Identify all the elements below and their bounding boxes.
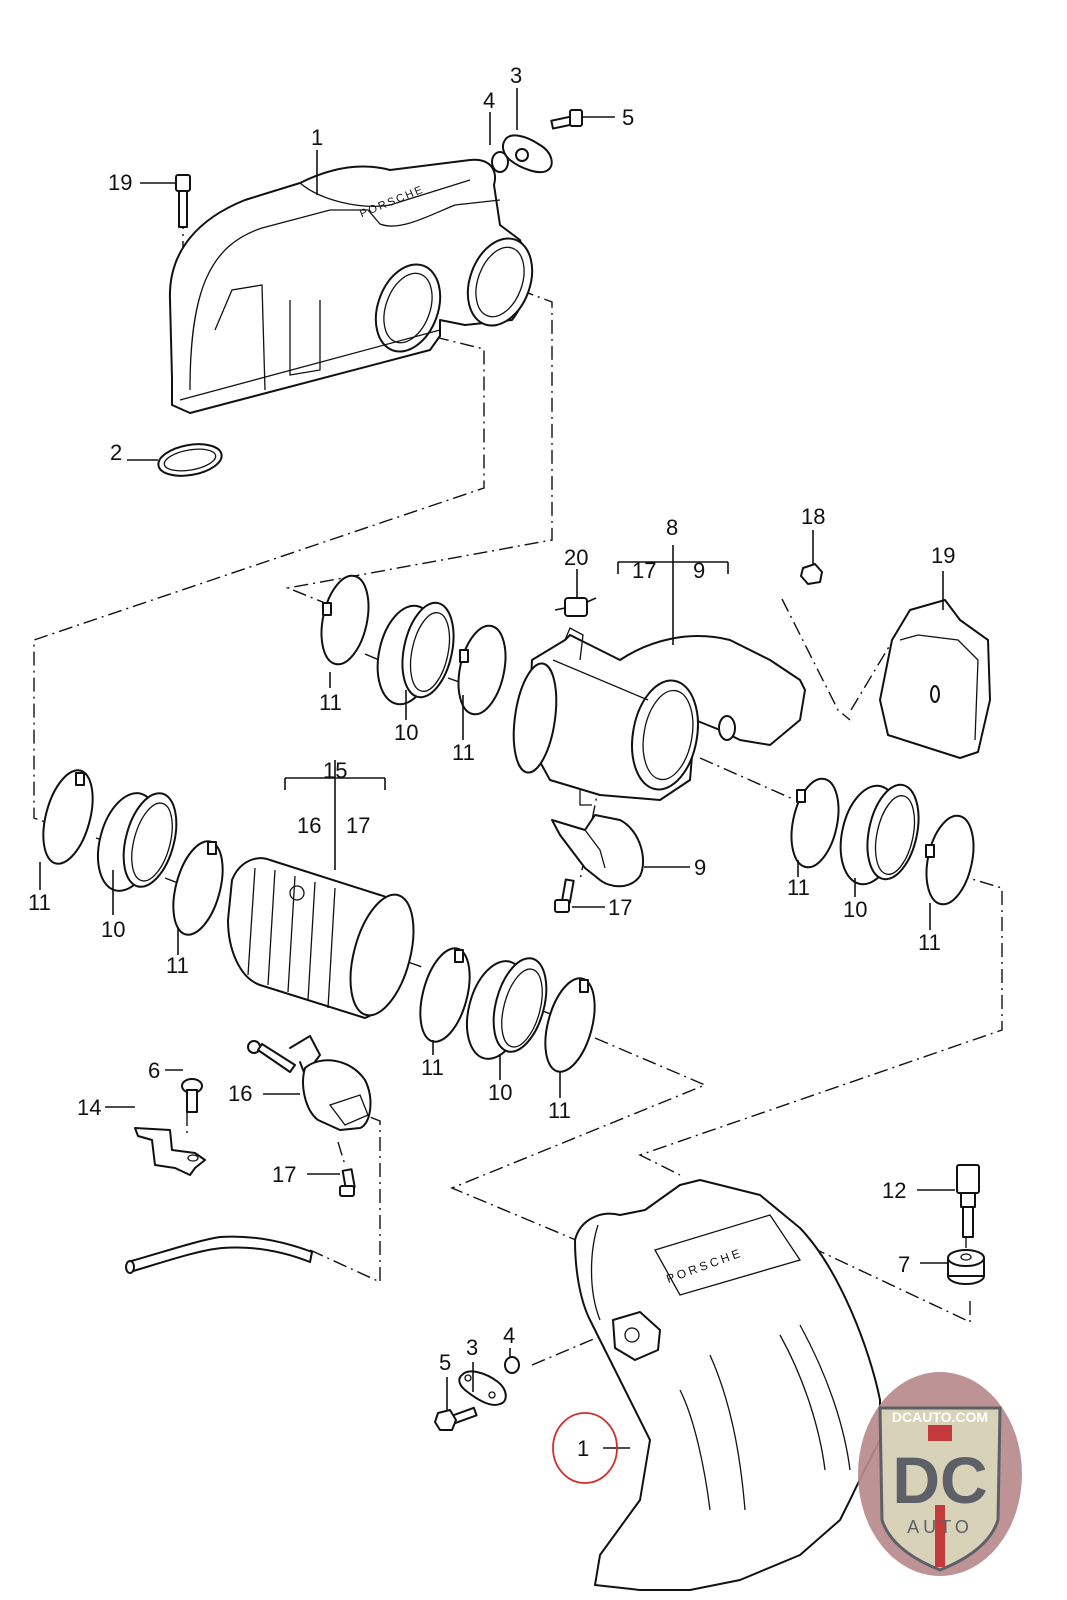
watermark-logo-letters: DC bbox=[892, 1443, 987, 1517]
bottom-cover-plate bbox=[458, 1370, 507, 1406]
callout-housing-sub-b: 9 bbox=[693, 558, 705, 583]
callout-top-screw: 5 bbox=[622, 105, 634, 130]
callout-sensor-12: 12 bbox=[882, 1178, 906, 1203]
screw-17 bbox=[554, 878, 575, 913]
callout-screw-17: 17 bbox=[608, 895, 632, 920]
top-intake-manifold: PORSCHE bbox=[168, 158, 534, 414]
clamp-h bbox=[544, 977, 596, 1073]
callout-sleeve-e: 10 bbox=[101, 917, 125, 942]
throttle-housing bbox=[512, 627, 806, 806]
callout-housing-sub-a: 17 bbox=[632, 558, 656, 583]
callout-clamp-h: 11 bbox=[548, 1098, 571, 1123]
callout-top-cover-plate: 3 bbox=[510, 63, 522, 88]
damper bbox=[554, 597, 597, 617]
clamp-e bbox=[42, 769, 94, 865]
dcauto-watermark: DCAUTO.COM DC AUTO bbox=[858, 1372, 1022, 1576]
top-gasket bbox=[157, 443, 223, 477]
bellows bbox=[227, 857, 415, 1019]
callout-throttle-body: 19 bbox=[931, 543, 955, 568]
watermark-accent bbox=[928, 1425, 952, 1441]
callout-top-manifold: 1 bbox=[311, 125, 323, 150]
callout-bellows-group: 15 bbox=[323, 758, 347, 783]
bottom-oring bbox=[504, 1356, 520, 1374]
grommet-7 bbox=[947, 1249, 985, 1285]
callout-bottom-screw: 5 bbox=[439, 1350, 451, 1375]
actuator-9 bbox=[551, 814, 645, 888]
top-bolt bbox=[175, 174, 191, 228]
callout-bellows-sub-b: 17 bbox=[346, 813, 370, 838]
throttle-body bbox=[879, 599, 991, 759]
callout-top-bolt: 19 bbox=[108, 170, 132, 195]
actuator-16 bbox=[247, 1035, 372, 1131]
vacuum-hose bbox=[125, 1235, 313, 1274]
callout-clamp-a: 11 bbox=[319, 690, 342, 715]
callout-clamp-c: 11 bbox=[787, 875, 810, 900]
callout-labels: 1 2 3 4 5 19 8 17 9 18 19 20 11 10 11 9 … bbox=[28, 63, 955, 1461]
clamp-g bbox=[419, 947, 471, 1043]
bracket-14 bbox=[134, 1127, 206, 1176]
callout-actuator-9: 9 bbox=[694, 855, 706, 880]
callout-sleeve-a: 10 bbox=[394, 720, 418, 745]
bottom-screw bbox=[434, 1406, 478, 1431]
sleeve-g bbox=[466, 957, 548, 1060]
bottom-intake-manifold: PORSCHE bbox=[574, 1179, 881, 1591]
sleeve-e bbox=[97, 792, 178, 892]
callout-sleeve-g: 10 bbox=[488, 1080, 512, 1105]
callout-clamp-g: 11 bbox=[421, 1055, 444, 1080]
watermark-url: DCAUTO.COM bbox=[892, 1409, 988, 1425]
callout-housing-group: 8 bbox=[666, 515, 678, 540]
callout-actuator-16: 16 bbox=[228, 1081, 252, 1106]
callout-clamp-e: 11 bbox=[28, 890, 51, 915]
callout-clamp-f: 11 bbox=[166, 953, 189, 978]
callout-bracket-14: 14 bbox=[77, 1095, 101, 1120]
sleeve-a bbox=[376, 601, 455, 706]
leader-lines bbox=[39, 88, 955, 1449]
callout-grommet-7: 7 bbox=[898, 1252, 910, 1277]
callout-top-gasket: 2 bbox=[110, 440, 122, 465]
callout-bellows-sub-a: 16 bbox=[297, 813, 321, 838]
screw-6 bbox=[181, 1078, 203, 1113]
callout-top-oring: 4 bbox=[483, 88, 495, 113]
top-screw bbox=[550, 109, 583, 130]
screw-17b bbox=[339, 1168, 356, 1197]
callout-bottom-oring: 4 bbox=[503, 1323, 515, 1348]
callout-bottom-manifold: 1 bbox=[577, 1436, 589, 1461]
sensor-12 bbox=[956, 1164, 980, 1238]
clamp-d bbox=[925, 814, 975, 906]
callout-bottom-cover-plate: 3 bbox=[466, 1335, 478, 1360]
callout-nut: 18 bbox=[801, 504, 825, 529]
clamp-f bbox=[172, 840, 224, 936]
callout-damper: 20 bbox=[564, 545, 588, 570]
clamp-b bbox=[457, 624, 507, 716]
callout-clamp-b: 11 bbox=[452, 740, 475, 765]
clamp-a bbox=[320, 574, 370, 666]
highlight-circle bbox=[552, 1412, 618, 1484]
callout-clamp-d: 11 bbox=[918, 930, 941, 955]
top-oring bbox=[491, 151, 509, 173]
sleeve-c bbox=[839, 783, 920, 886]
watermark-logo-word: AUTO bbox=[907, 1517, 973, 1537]
callout-sleeve-c: 10 bbox=[843, 897, 867, 922]
callout-screw-17b: 17 bbox=[272, 1162, 296, 1187]
callout-screw-6: 6 bbox=[148, 1058, 160, 1083]
top-cover-plate bbox=[501, 134, 553, 174]
nut bbox=[800, 563, 823, 585]
clamp-c bbox=[790, 777, 840, 869]
watermark-shield bbox=[878, 1406, 1002, 1572]
